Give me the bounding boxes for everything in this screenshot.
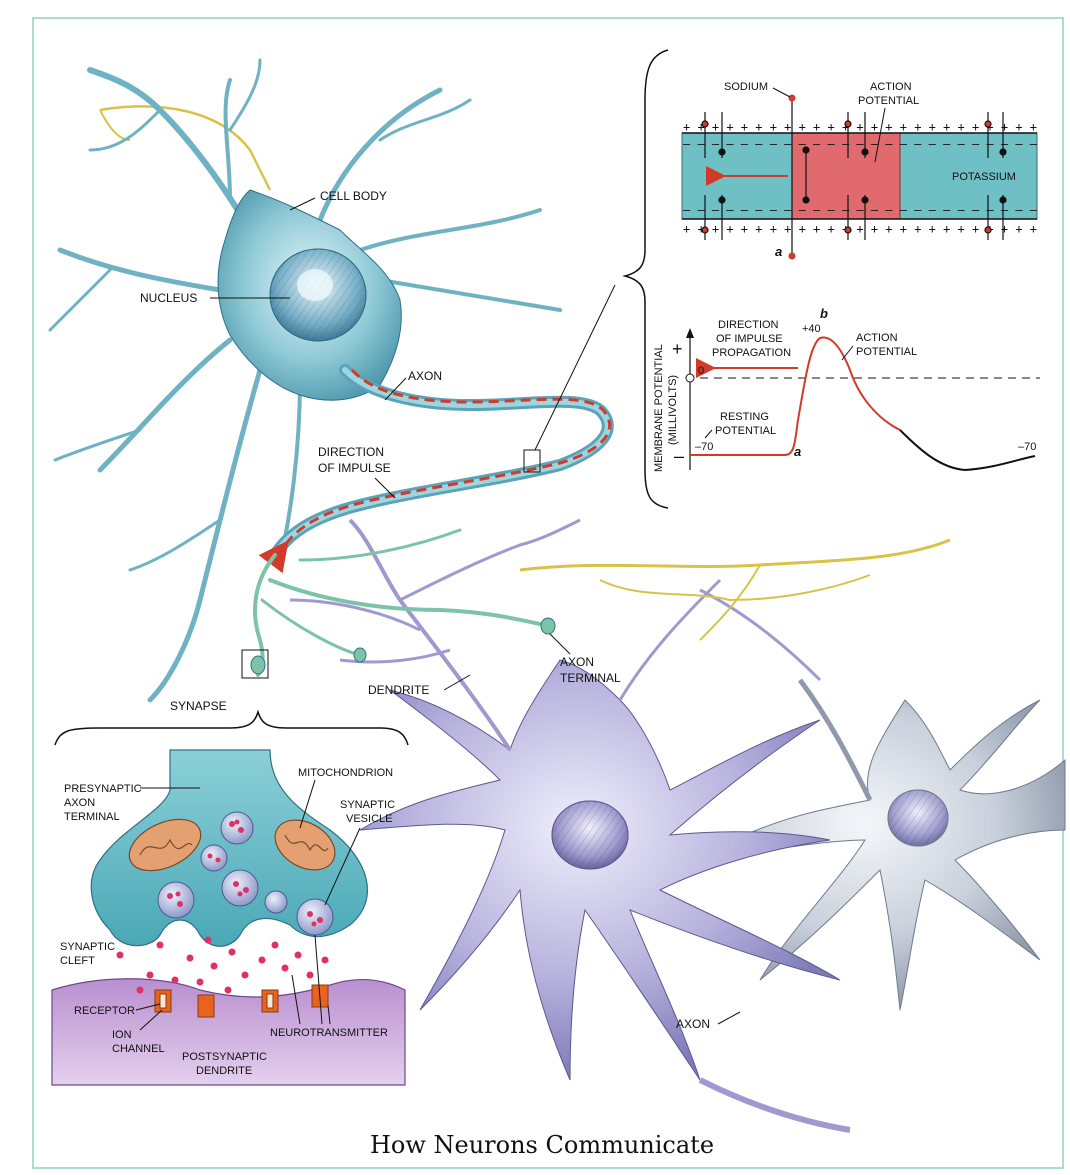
sodium-label: SODIUM [724, 81, 768, 93]
cleft-label-1: SYNAPTIC [60, 941, 115, 953]
synapse-brace [54, 709, 409, 746]
direction-label-1: DIRECTION [318, 445, 384, 459]
graph-direction-2: OF IMPULSE [716, 333, 783, 345]
cell-body-label: CELL BODY [320, 189, 387, 203]
membrane-marker-a: a [775, 244, 782, 259]
membrane-diagram: + + + + + + + + + + + + + + + + + + + + … [681, 81, 1038, 260]
axon-terminal-label-1: AXON [560, 655, 594, 669]
zoom-line [534, 284, 616, 451]
graph-action-1: ACTION [856, 332, 898, 344]
dendrite-label: DENDRITE [368, 683, 429, 697]
postsynaptic-label-2: DENDRITE [196, 1065, 252, 1077]
synapse-zoom-box [241, 649, 269, 679]
axon-label: AXON [408, 369, 442, 383]
graph-action-2: POTENTIAL [856, 346, 917, 358]
ion-channel-label-1: ION [112, 1029, 132, 1041]
nucleus-label: NUCLEUS [140, 291, 197, 305]
receptor-label: RECEPTOR [74, 1005, 135, 1017]
graph-ylabel-2: (MILLIVOLTS) [667, 375, 679, 445]
graph-ylabel-1: MEMBRANE POTENTIAL [653, 344, 665, 472]
axon-terminal-branches [250, 528, 556, 677]
graph-plus: + [672, 339, 683, 359]
graph-minus70-right: –70 [1018, 441, 1036, 453]
gray-neuron [699, 678, 1066, 1011]
graph-marker-a: a [794, 444, 801, 459]
graph-minus: – [674, 446, 684, 466]
ion-channel-label-2: CHANNEL [112, 1043, 165, 1055]
vesicle-label-1: SYNAPTIC [340, 799, 395, 811]
presynaptic-label-2: AXON [64, 797, 95, 809]
graph-direction-3: PROPAGATION [712, 347, 791, 359]
synapse-label: SYNAPSE [170, 699, 227, 713]
neurotransmitter-label: NEUROTRANSMITTER [270, 1027, 388, 1039]
membrane-charges-top: + + + + + + + + + + + + + + + + + + + + … [683, 120, 1037, 134]
synapse-detail: PRESYNAPTIC AXON TERMINAL MITOCHONDRION … [51, 749, 406, 1086]
potassium-label: POTASSIUM [952, 171, 1016, 183]
graph-minus70-left: –70 [695, 441, 713, 453]
axon-terminal-label-2: TERMINAL [560, 671, 621, 685]
mitochondrion-label: MITOCHONDRION [298, 767, 393, 779]
cleft-label-2: CLEFT [60, 955, 95, 967]
teal-neuron [48, 58, 614, 703]
direction-label-2: OF IMPULSE [318, 461, 391, 475]
yellow-fibers [99, 105, 951, 641]
presynaptic-label-1: PRESYNAPTIC [64, 783, 142, 795]
graph-resting-2: POTENTIAL [715, 425, 776, 437]
graph-resting-1: RESTING [720, 411, 769, 423]
graph-direction-1: DIRECTION [718, 319, 779, 331]
action-potential-graph: + – 0 +40 b a –70 –70 DIRECTION OF IMPUL… [653, 306, 1040, 472]
postsynaptic-label-1: POSTSYNAPTIC [182, 1051, 267, 1063]
membrane-action-label-2: POTENTIAL [858, 95, 919, 107]
membrane-charges-inner-bottom: – – – – – – – – – – – – – – – – – – – – … [683, 203, 1038, 217]
axon-zoom-box [523, 449, 541, 473]
presynaptic-label-3: TERMINAL [64, 811, 120, 823]
axon-lower-label: AXON [676, 1017, 710, 1031]
impulse-arrow [258, 368, 611, 574]
vesicle-label-2: VESICLE [346, 813, 392, 825]
graph-marker-b: b [820, 306, 828, 321]
membrane-action-label-1: ACTION [870, 81, 912, 93]
membrane-charges-inner-top: – – – – – – – – – – – – – – – – – – – – … [683, 137, 1038, 151]
membrane-charges-bottom: + + + + + + + + + + + + + + + + + + + + … [683, 222, 1037, 236]
page-title: How Neurons Communicate [370, 1131, 714, 1159]
membrane-brace [622, 49, 669, 509]
graph-zero: 0 [698, 365, 704, 377]
neuron-labels: CELL BODY NUCLEUS AXON DIRECTION OF IMPU… [140, 189, 741, 1031]
purple-neuron [289, 518, 851, 1133]
graph-plus40: +40 [802, 323, 821, 335]
